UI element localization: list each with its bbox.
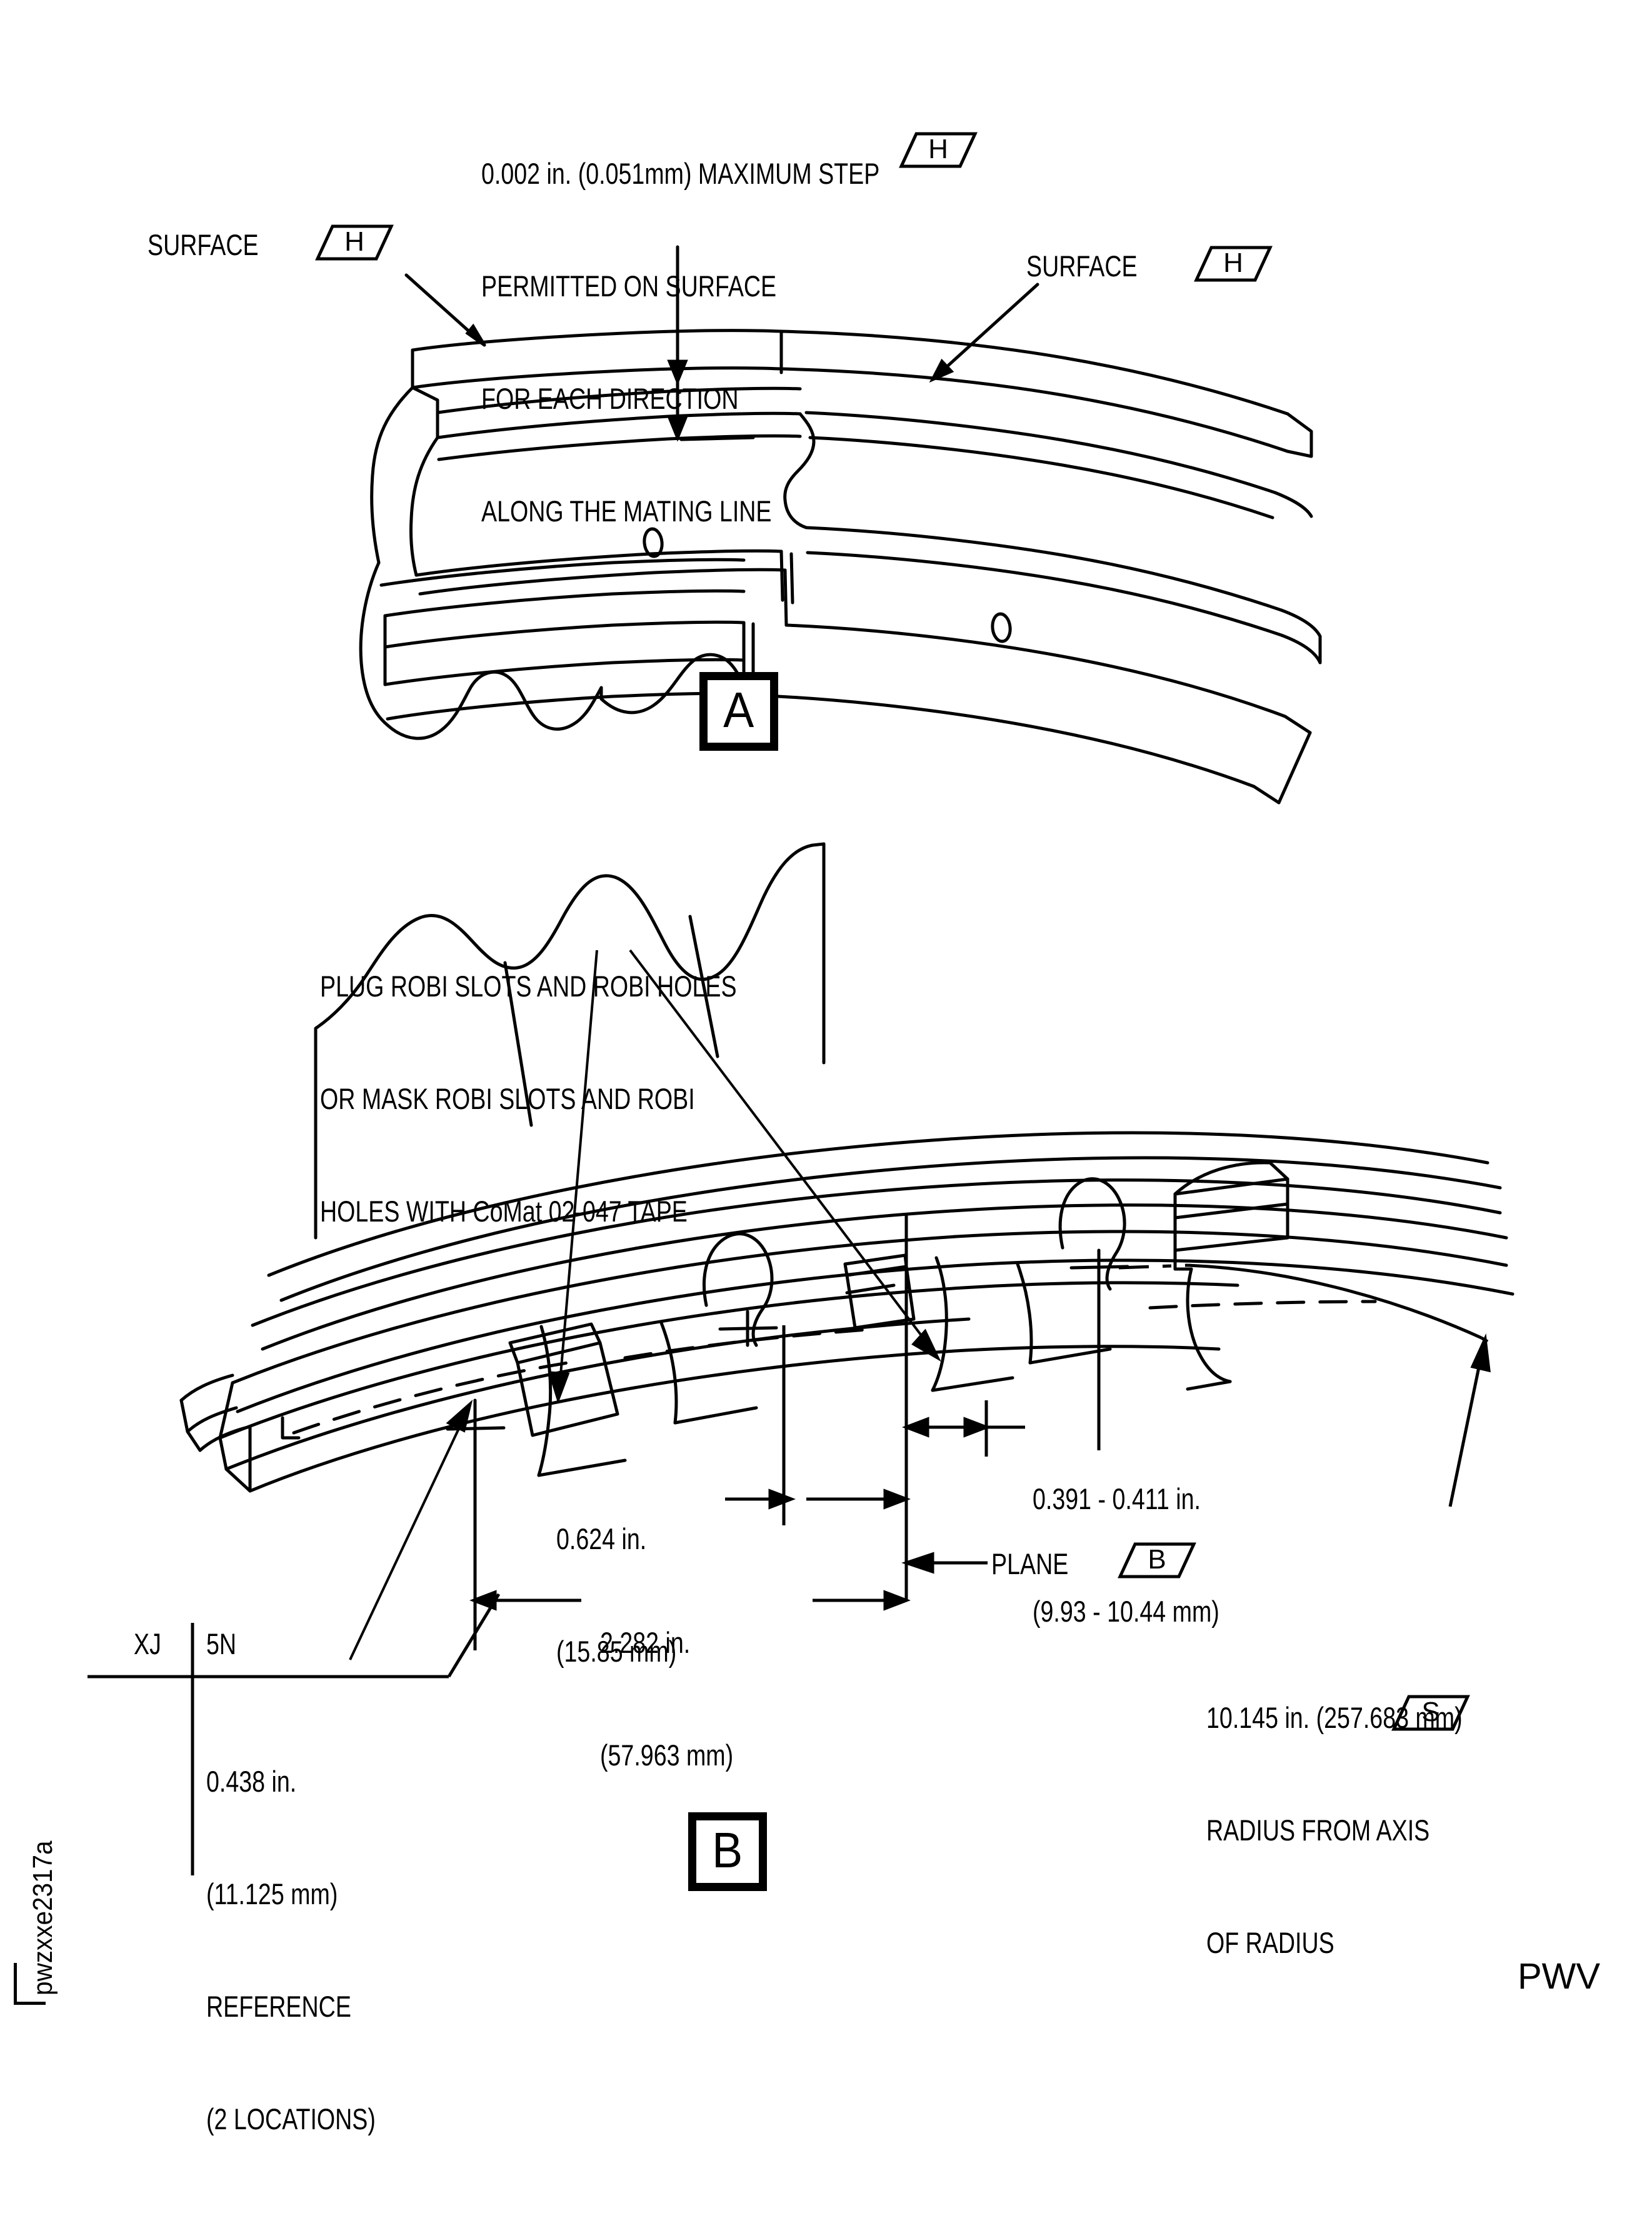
- dimension-long: 2.282 in. (57.963 mm): [600, 1549, 733, 1849]
- datum-symbol-h-left: H: [315, 224, 394, 261]
- datum-letter-h-right: H: [1223, 248, 1243, 278]
- detail-a-surface-left-label: SURFACE: [148, 228, 259, 261]
- detail-b-geometry: [88, 842, 1514, 1875]
- reference-note-line-1: 0.438 in.: [206, 1765, 297, 1798]
- reference-note-line-2: (11.125 mm): [206, 1877, 338, 1910]
- detail-a-geometry: [359, 245, 1322, 805]
- dimension-edge-to-hole-inch: 0.391 - 0.411 in.: [1033, 1482, 1201, 1515]
- dimension-long-inch: 2.282 in.: [600, 1626, 691, 1659]
- datum-symbol-b: B: [1118, 1542, 1196, 1578]
- detail-label-b-text: B: [712, 1822, 743, 1878]
- detail-label-b: B: [688, 1812, 767, 1891]
- reference-note: 0.438 in. (11.125 mm) REFERENCE (2 LOCAT…: [206, 1688, 376, 2213]
- drawing-sheet: 0.002 in. (0.051mm) MAXIMUM STEP PERMITT…: [14, 80, 1601, 2135]
- dimension-edge-to-hole-mm: (9.93 - 10.44 mm): [1033, 1595, 1219, 1628]
- footer-code: PWV: [1518, 1956, 1601, 1997]
- detail-b-tape-note: PLUG ROBI SLOTS AND ROBI HOLES OR MASK R…: [320, 893, 737, 1305]
- dimension-edge-to-hole: 0.391 - 0.411 in. (9.93 - 10.44 mm): [1033, 1405, 1219, 1705]
- datum-letter-h-left: H: [344, 226, 364, 257]
- corner-mark: [14, 1963, 46, 2005]
- revision-code-right: 5N: [206, 1627, 237, 1660]
- detail-label-a: A: [699, 672, 778, 751]
- revision-code-left: XJ: [134, 1627, 161, 1660]
- datum-letter-b: B: [1148, 1544, 1166, 1575]
- radius-note-line-2: RADIUS FROM AXIS: [1206, 1814, 1430, 1847]
- detail-b-tape-note-line-2: OR MASK ROBI SLOTS AND ROBI: [320, 1082, 695, 1115]
- plane-b-label: PLANE: [991, 1547, 1069, 1580]
- detail-a-step-note: 0.002 in. (0.051mm) MAXIMUM STEP PERMITT…: [481, 80, 879, 605]
- datum-symbol-h-right: H: [1194, 246, 1273, 282]
- dimension-short-inch: 0.624 in.: [556, 1522, 647, 1555]
- detail-a-step-note-line-2: PERMITTED ON SURFACE: [481, 269, 777, 303]
- dimension-short-mm: (15.85 mm): [556, 1635, 677, 1668]
- detail-b-tape-note-line-3: HOLES WITH CoMat 02-047 TAPE: [320, 1195, 688, 1228]
- dimension-short: 0.624 in. (15.85 mm): [556, 1445, 676, 1745]
- datum-symbol-s: S: [1391, 1695, 1470, 1731]
- dimension-long-mm: (57.963 mm): [600, 1739, 734, 1772]
- detail-b-tape-note-line-1: PLUG ROBI SLOTS AND ROBI HOLES: [320, 970, 737, 1003]
- reference-note-line-4: (2 LOCATIONS): [206, 2102, 376, 2135]
- detail-a-step-note-line-4: ALONG THE MATING LINE: [481, 494, 772, 528]
- radius-note-line-3: OF RADIUS: [1206, 1926, 1334, 1959]
- detail-a-surface-right-label: SURFACE: [1026, 249, 1138, 283]
- detail-label-a-text: A: [723, 682, 754, 738]
- datum-letter-h-top: H: [928, 134, 948, 164]
- datum-letter-s: S: [1421, 1697, 1440, 1727]
- radius-note: 10.145 in. (257.683 mm) RADIUS FROM AXIS…: [1206, 1624, 1463, 2037]
- detail-a-step-note-line-1: 0.002 in. (0.051mm) MAXIMUM STEP: [481, 157, 880, 190]
- datum-symbol-h-top: H: [899, 132, 978, 168]
- detail-a-step-note-line-3: FOR EACH DIRECTION: [481, 382, 739, 415]
- reference-note-line-3: REFERENCE: [206, 1990, 351, 2023]
